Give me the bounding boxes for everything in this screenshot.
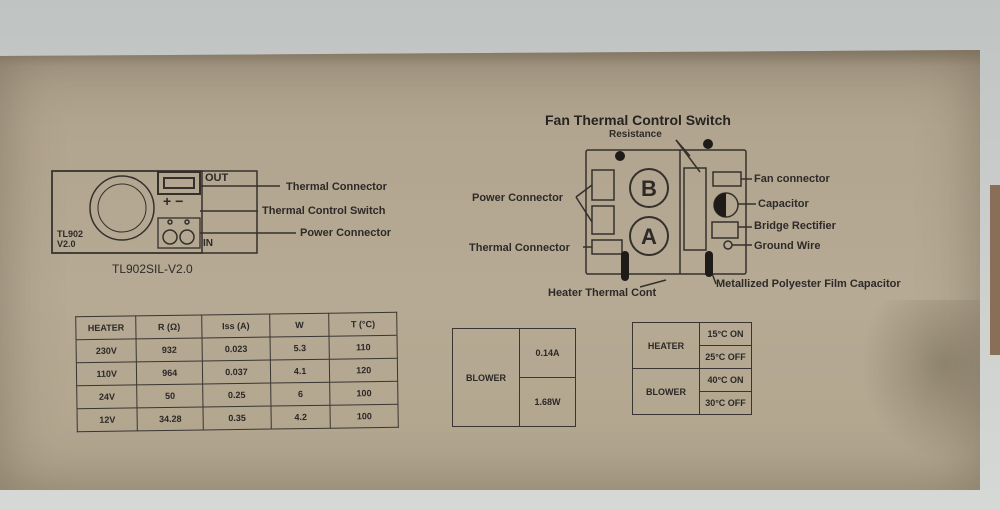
- in-label: IN: [203, 238, 213, 249]
- film-capacitor-label: Metallized Polyester Film Capacitor: [716, 278, 901, 290]
- table-row: 12V 34.28 0.35 4.2 100: [76, 404, 399, 432]
- board-power-connector: Power Connector: [472, 192, 564, 204]
- heater-thermal-label: Heater Thermal Cont: [548, 287, 657, 299]
- module-caption: TL902SIL-V2.0: [112, 262, 193, 276]
- table-cell: 100: [330, 381, 398, 406]
- table-cell: 0.35: [203, 406, 272, 430]
- table-cell: 34.28: [137, 406, 204, 431]
- header-cell: W: [269, 313, 330, 338]
- table-cell: 230V: [76, 338, 137, 363]
- table-cell: 0.14A: [519, 328, 576, 378]
- table-cell: 110V: [76, 361, 137, 386]
- callout-thermal-control-switch: Thermal Control Switch: [262, 205, 386, 217]
- model-short: TL902: [57, 229, 84, 239]
- table-cell: 15°C ON: [699, 322, 752, 346]
- board-title: Fan Thermal Control Switch: [545, 112, 731, 128]
- callout-thermal-connector: Thermal Connector: [286, 181, 387, 193]
- board-thermal-connector: Thermal Connector: [469, 242, 570, 254]
- temperature-table: HEATER 15°C ON 25°C OFF BLOWER 40°C ON 3…: [632, 322, 752, 415]
- table-cell: 40°C ON: [699, 368, 752, 392]
- table-cell: 964: [136, 360, 203, 385]
- callout-power-connector: Power Connector: [300, 227, 392, 239]
- table-cell: 120: [329, 358, 398, 383]
- table-cell: 1.68W: [519, 377, 576, 427]
- table-row: BLOWER 40°C ON: [632, 368, 752, 415]
- table-cell: 50: [136, 383, 204, 408]
- capacitor-label: Capacitor: [758, 198, 809, 210]
- header-cell: Iss (A): [201, 314, 270, 338]
- table-row: BLOWER 0.14A: [452, 328, 576, 427]
- table-cell: 25°C OFF: [699, 345, 752, 369]
- polarity-label: + −: [163, 193, 184, 209]
- blower-label-cell: BLOWER: [452, 328, 520, 427]
- header-cell: T (°C): [329, 312, 398, 337]
- table-cell: 0.023: [202, 337, 271, 361]
- fan-connector-label: Fan connector: [754, 173, 830, 185]
- table-row: 30°C OFF: [633, 391, 752, 415]
- table-cell: 24V: [76, 384, 138, 409]
- circle-a-letter: A: [641, 224, 657, 249]
- version-short: V2.0: [57, 239, 76, 249]
- table-cell: 932: [136, 337, 203, 362]
- circle-b-letter: B: [641, 176, 657, 201]
- header-cell: HEATER: [75, 315, 137, 340]
- module-outer: [51, 170, 258, 254]
- table-cell: BLOWER: [632, 368, 700, 415]
- table-cell: 0.037: [202, 360, 271, 384]
- table-cell: 4.2: [270, 405, 331, 430]
- table-cell: 0.25: [202, 383, 271, 407]
- bridge-rectifier-label: Bridge Rectifier: [754, 220, 836, 232]
- table-row: 25°C OFF: [633, 345, 752, 369]
- resistance-label: Resistance: [609, 129, 662, 140]
- stain: [860, 300, 980, 460]
- background-object: [990, 185, 1000, 355]
- table-row: HEATER 15°C ON: [632, 322, 752, 369]
- module-large-circle: [89, 175, 155, 241]
- table-cell: 110: [329, 335, 398, 360]
- table-cell: HEATER: [632, 322, 700, 369]
- table-row: 1.68W: [453, 377, 576, 427]
- blower-table: BLOWER 0.14A 1.68W: [452, 328, 576, 427]
- table-cell: 5.3: [269, 336, 330, 361]
- table-cell: 100: [330, 404, 399, 429]
- table-cell: 30°C OFF: [699, 391, 752, 415]
- heater-spec-table: HEATER R (Ω) Iss (A) W T (°C) 230V 932 0…: [75, 312, 399, 432]
- out-label: OUT: [205, 172, 229, 184]
- ground-wire-label: Ground Wire: [754, 240, 821, 252]
- table-cell: 12V: [76, 407, 138, 432]
- header-cell: R (Ω): [136, 314, 203, 339]
- table-cell: 4.1: [270, 359, 331, 384]
- table-cell: 6: [270, 382, 331, 407]
